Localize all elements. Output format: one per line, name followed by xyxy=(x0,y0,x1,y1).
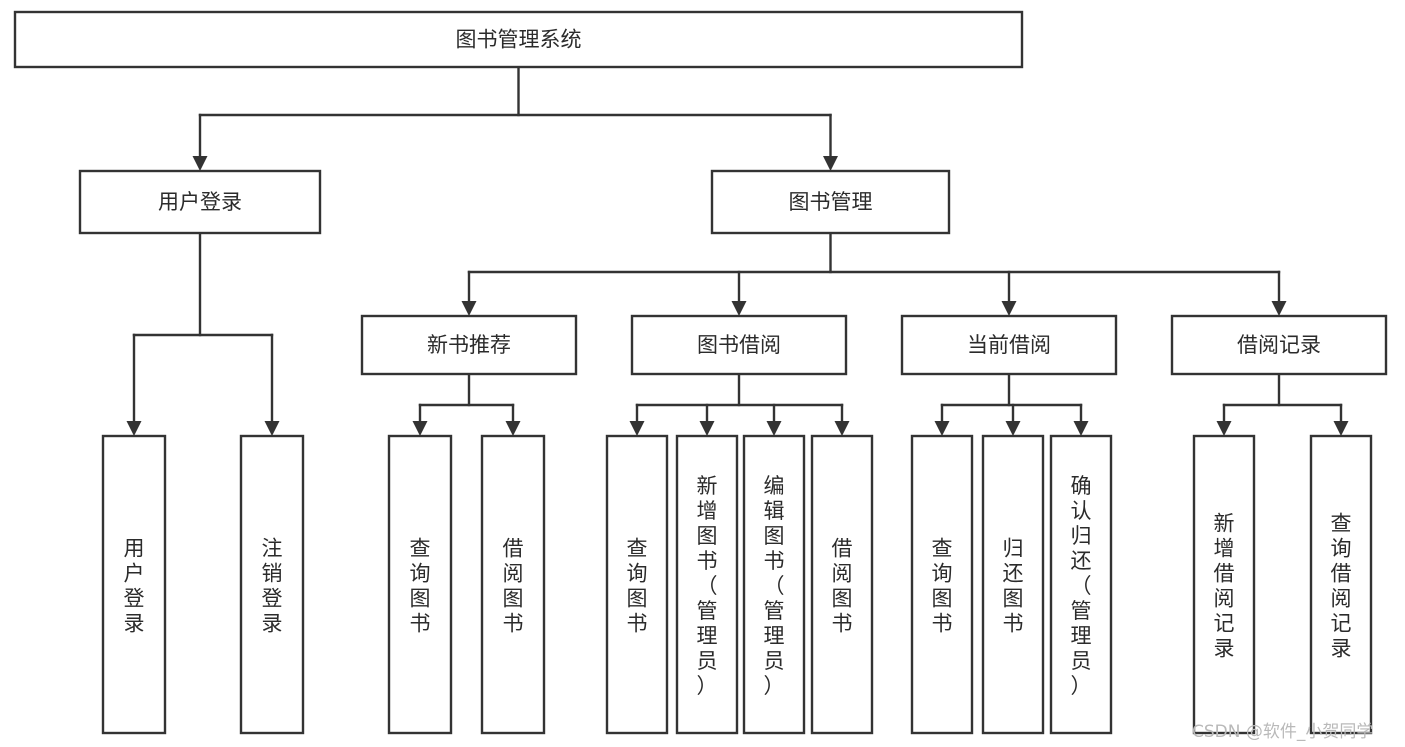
node-current-borrow[interactable]: 当前借阅 xyxy=(900,314,1118,376)
node-label-leaf-user-login: 用户登录 xyxy=(124,537,145,636)
edge-new-book-rec-to-leaf-query-book-1-arrowhead xyxy=(412,421,428,436)
node-label-book-manage: 图书管理 xyxy=(789,190,873,214)
edge-book-borrow-to-leaf-edit-book-arrowhead xyxy=(766,421,782,436)
node-label-borrow-record: 借阅记录 xyxy=(1237,333,1321,357)
node-leaf-user-login[interactable]: 用户登录 xyxy=(101,434,167,735)
edge-book-borrow-to-leaf-add-book-arrowhead xyxy=(699,421,715,436)
edge-current-borrow-to-leaf-query-book-3-arrowhead xyxy=(934,421,950,436)
node-book-manage[interactable]: 图书管理 xyxy=(710,169,951,235)
node-label-book-borrow: 图书借阅 xyxy=(697,333,781,357)
edge-borrow-record-to-leaf-query-record-arrowhead xyxy=(1333,421,1349,436)
node-box-leaf-query-record xyxy=(1309,434,1373,735)
node-box-leaf-add-record xyxy=(1192,434,1256,735)
edge-book-borrow-to-leaf-query-book-2-arrowhead xyxy=(629,421,645,436)
node-label-leaf-query-record: 查询借阅记录 xyxy=(1331,512,1352,661)
node-label-leaf-query-book-1: 查询图书 xyxy=(410,537,431,636)
node-label-root: 图书管理系统 xyxy=(456,28,582,52)
node-new-book-rec[interactable]: 新书推荐 xyxy=(360,314,578,376)
node-label-leaf-user-logout: 注销登录 xyxy=(262,537,283,636)
node-leaf-query-book-3[interactable]: 查询图书 xyxy=(910,434,974,735)
node-label-leaf-query-book-2: 查询图书 xyxy=(627,537,648,636)
node-label-leaf-edit-book: 编辑图书（管理员） xyxy=(764,474,785,698)
edge-user-login-to-leaf-user-logout-arrowhead xyxy=(264,421,280,436)
node-leaf-confirm-return[interactable]: 确认归还（管理员） xyxy=(1049,434,1113,735)
node-box-book-manage xyxy=(710,169,951,235)
node-box-user-login xyxy=(78,169,322,235)
node-box-root xyxy=(13,10,1024,69)
node-leaf-query-book-2[interactable]: 查询图书 xyxy=(605,434,669,735)
node-label-leaf-borrow-book-1: 借阅图书 xyxy=(503,537,524,636)
node-label-leaf-add-book: 新增图书（管理员） xyxy=(697,474,718,698)
node-book-borrow[interactable]: 图书借阅 xyxy=(630,314,848,376)
node-label-new-book-rec: 新书推荐 xyxy=(427,333,511,357)
node-box-leaf-confirm-return xyxy=(1049,434,1113,735)
node-leaf-query-book-1[interactable]: 查询图书 xyxy=(387,434,453,735)
node-borrow-record[interactable]: 借阅记录 xyxy=(1170,314,1388,376)
node-box-leaf-user-logout xyxy=(239,434,305,735)
node-box-leaf-borrow-book-2 xyxy=(810,434,874,735)
node-box-leaf-borrow-book-1 xyxy=(480,434,546,735)
node-label-user-login: 用户登录 xyxy=(158,190,242,214)
node-leaf-borrow-book-1[interactable]: 借阅图书 xyxy=(480,434,546,735)
node-box-current-borrow xyxy=(900,314,1118,376)
node-leaf-user-logout[interactable]: 注销登录 xyxy=(239,434,305,735)
node-box-leaf-add-book xyxy=(675,434,739,735)
node-box-book-borrow xyxy=(630,314,848,376)
node-root[interactable]: 图书管理系统 xyxy=(13,10,1024,69)
node-boxes: 图书管理系统用户登录图书管理新书推荐图书借阅当前借阅借阅记录用户登录注销登录查询… xyxy=(13,10,1388,735)
edge-user-login-to-leaf-user-login-arrowhead xyxy=(126,421,142,436)
node-box-leaf-return-book xyxy=(981,434,1045,735)
node-label-leaf-return-book: 归还图书 xyxy=(1003,537,1024,636)
node-label-leaf-borrow-book-2: 借阅图书 xyxy=(832,537,853,636)
node-box-borrow-record xyxy=(1170,314,1388,376)
edge-book-manage-to-borrow-record-arrowhead xyxy=(1271,301,1287,316)
edge-new-book-rec-to-leaf-borrow-book-1-arrowhead xyxy=(505,421,521,436)
csdn-watermark: CSDN @软件_小贺同学 xyxy=(1192,722,1374,742)
node-leaf-add-book[interactable]: 新增图书（管理员） xyxy=(675,434,739,735)
node-box-leaf-query-book-3 xyxy=(910,434,974,735)
node-leaf-query-record[interactable]: 查询借阅记录 xyxy=(1309,434,1373,735)
edge-book-manage-to-current-borrow-arrowhead xyxy=(1001,301,1017,316)
node-label-leaf-query-book-3: 查询图书 xyxy=(932,537,953,636)
edge-book-manage-to-book-borrow-arrowhead xyxy=(731,301,747,316)
node-box-leaf-user-login xyxy=(101,434,167,735)
node-label-leaf-add-record: 新增借阅记录 xyxy=(1214,512,1235,661)
node-leaf-return-book[interactable]: 归还图书 xyxy=(981,434,1045,735)
node-user-login[interactable]: 用户登录 xyxy=(78,169,322,235)
edge-current-borrow-to-leaf-confirm-return-arrowhead xyxy=(1073,421,1089,436)
node-leaf-add-record[interactable]: 新增借阅记录 xyxy=(1192,434,1256,735)
connector-edges xyxy=(126,65,1349,436)
node-box-leaf-query-book-2 xyxy=(605,434,669,735)
node-box-leaf-edit-book xyxy=(742,434,806,735)
node-leaf-borrow-book-2[interactable]: 借阅图书 xyxy=(810,434,874,735)
edge-book-manage-to-new-book-rec-arrowhead xyxy=(461,301,477,316)
edge-book-borrow-to-leaf-borrow-book-2-arrowhead xyxy=(834,421,850,436)
node-box-new-book-rec xyxy=(360,314,578,376)
edge-root-to-book-manage-arrowhead xyxy=(823,156,838,171)
node-label-current-borrow: 当前借阅 xyxy=(967,333,1051,357)
edge-current-borrow-to-leaf-return-book-arrowhead xyxy=(1005,421,1021,436)
node-box-leaf-query-book-1 xyxy=(387,434,453,735)
edge-borrow-record-to-leaf-add-record-arrowhead xyxy=(1216,421,1232,436)
node-leaf-edit-book[interactable]: 编辑图书（管理员） xyxy=(742,434,806,735)
edge-root-to-user-login-arrowhead xyxy=(192,156,208,171)
node-label-leaf-confirm-return: 确认归还（管理员） xyxy=(1071,474,1092,698)
